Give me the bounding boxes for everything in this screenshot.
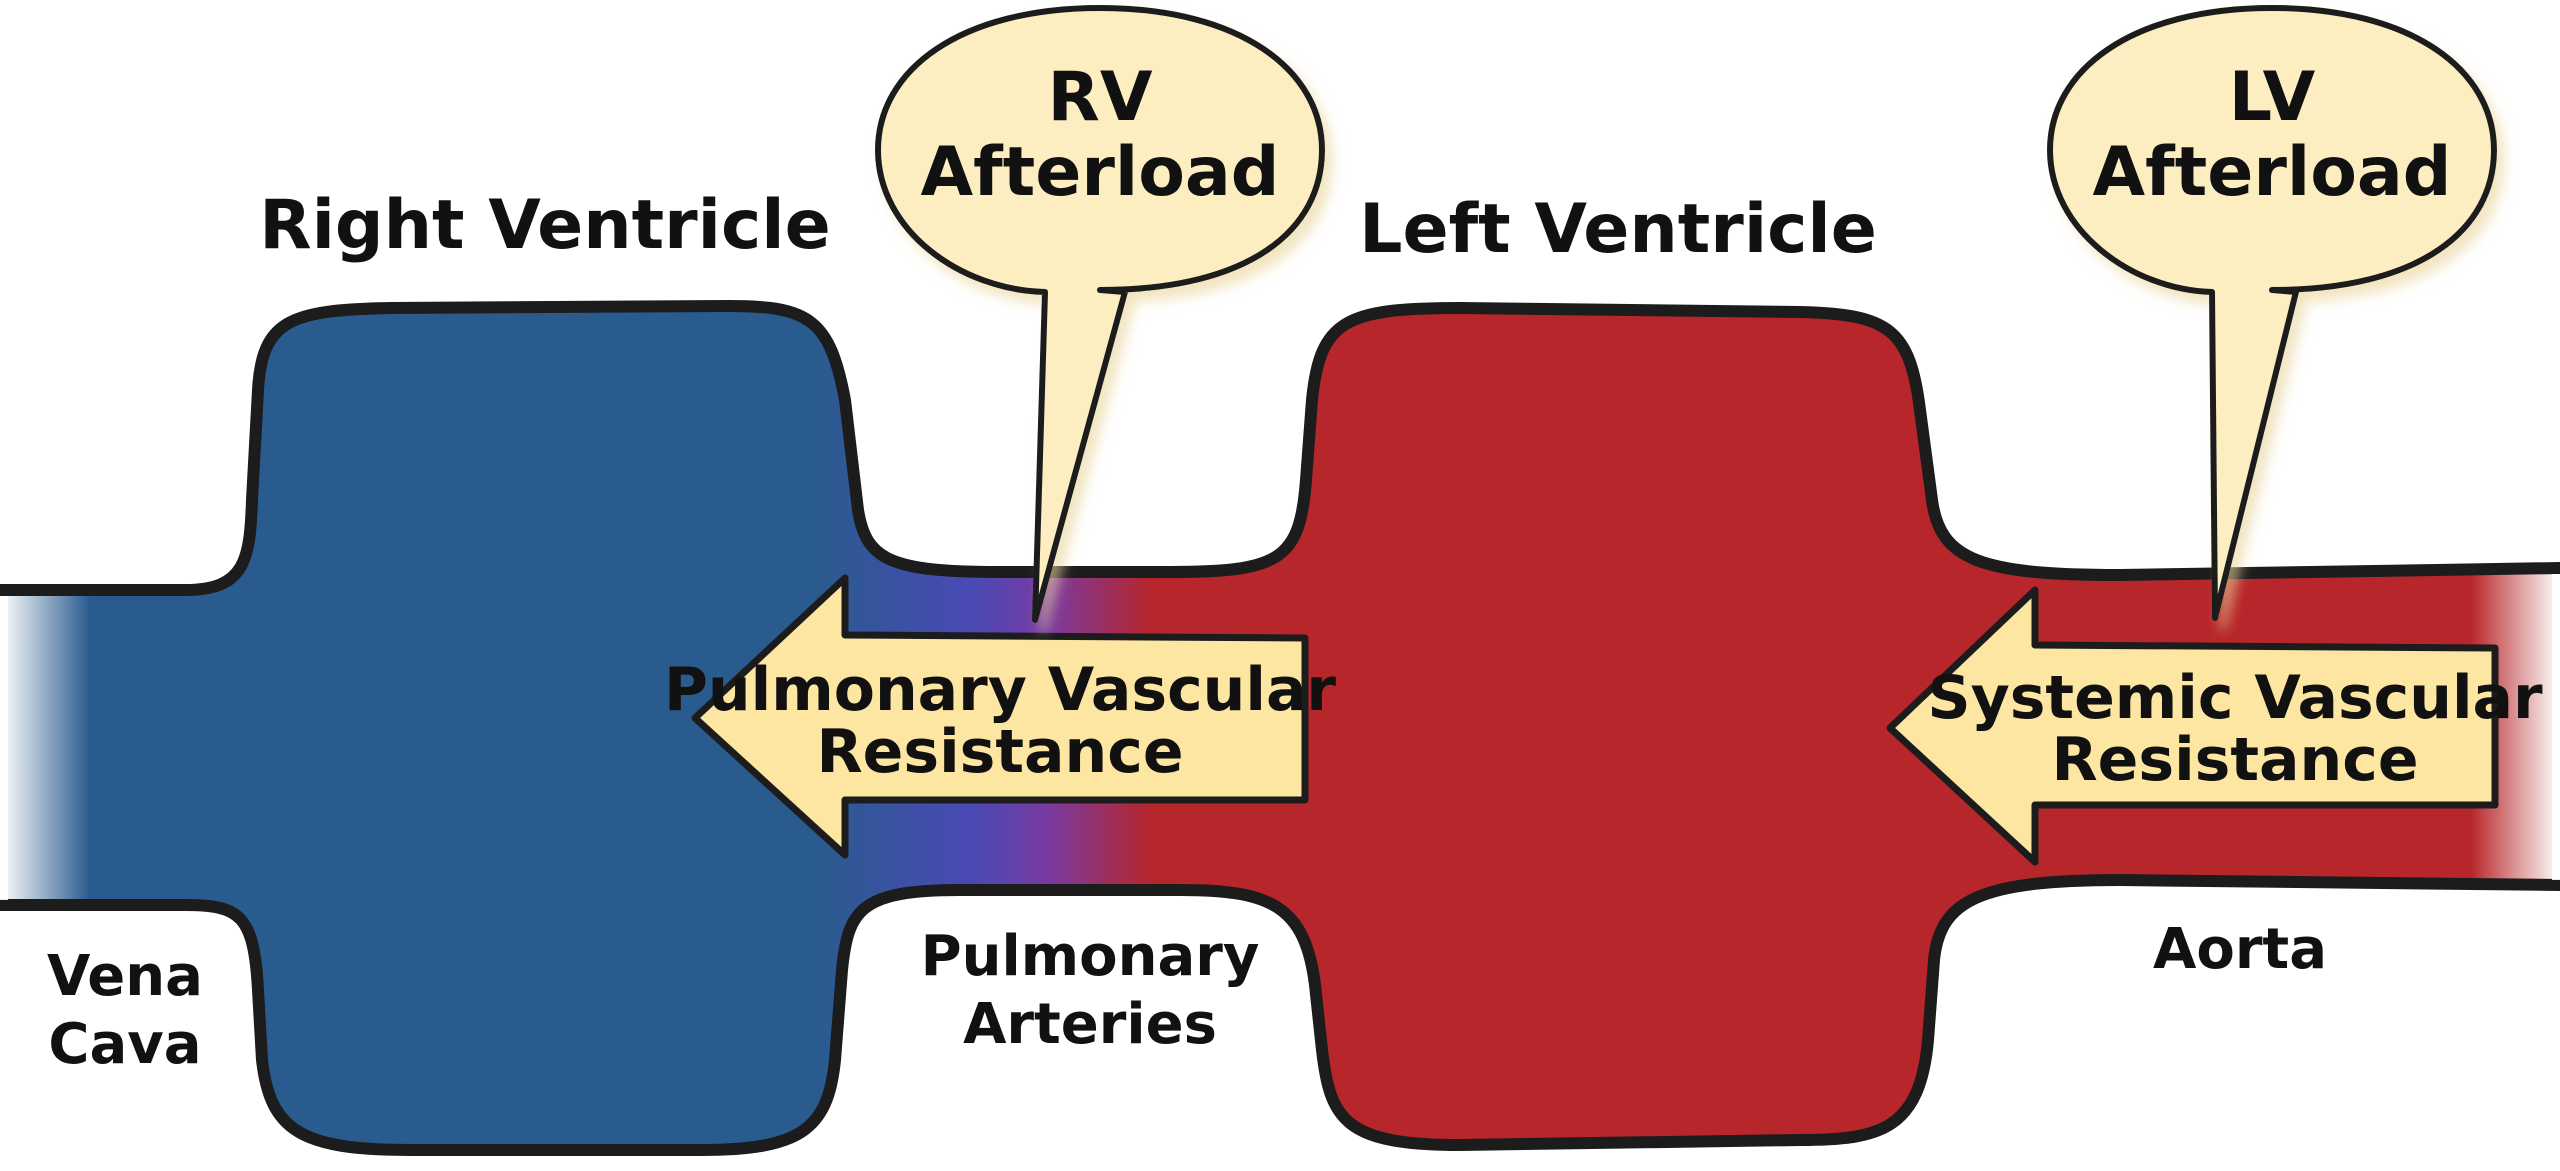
left-fade <box>0 596 8 900</box>
svr-label-line1: Systemic Vascular <box>1927 663 2543 733</box>
rv-afterload-callout: RV Afterload <box>878 8 1322 620</box>
left-ventricle-label: Left Ventricle <box>1359 190 1877 269</box>
vena-cava-label-line1: Vena <box>47 944 203 1009</box>
right-fade <box>2552 574 2560 880</box>
pulmonary-arteries-label-line2: Arteries <box>963 992 1217 1057</box>
lv-afterload-callout: LV Afterload <box>2050 8 2494 618</box>
pulmonary-arteries-label-line1: Pulmonary <box>921 924 1260 989</box>
lv-afterload-line1: LV <box>2229 58 2316 137</box>
lv-afterload-line2: Afterload <box>2093 133 2452 212</box>
vena-cava-label-line2: Cava <box>48 1012 201 1077</box>
pvr-label-line1: Pulmonary Vascular <box>664 655 1336 725</box>
pvr-label-line2: Resistance <box>816 717 1183 787</box>
right-ventricle-label: Right Ventricle <box>259 186 830 265</box>
aorta-label: Aorta <box>2153 917 2327 982</box>
svr-label-line2: Resistance <box>2051 725 2418 795</box>
rv-afterload-line2: Afterload <box>921 133 1280 212</box>
rv-afterload-line1: RV <box>1048 58 1153 137</box>
